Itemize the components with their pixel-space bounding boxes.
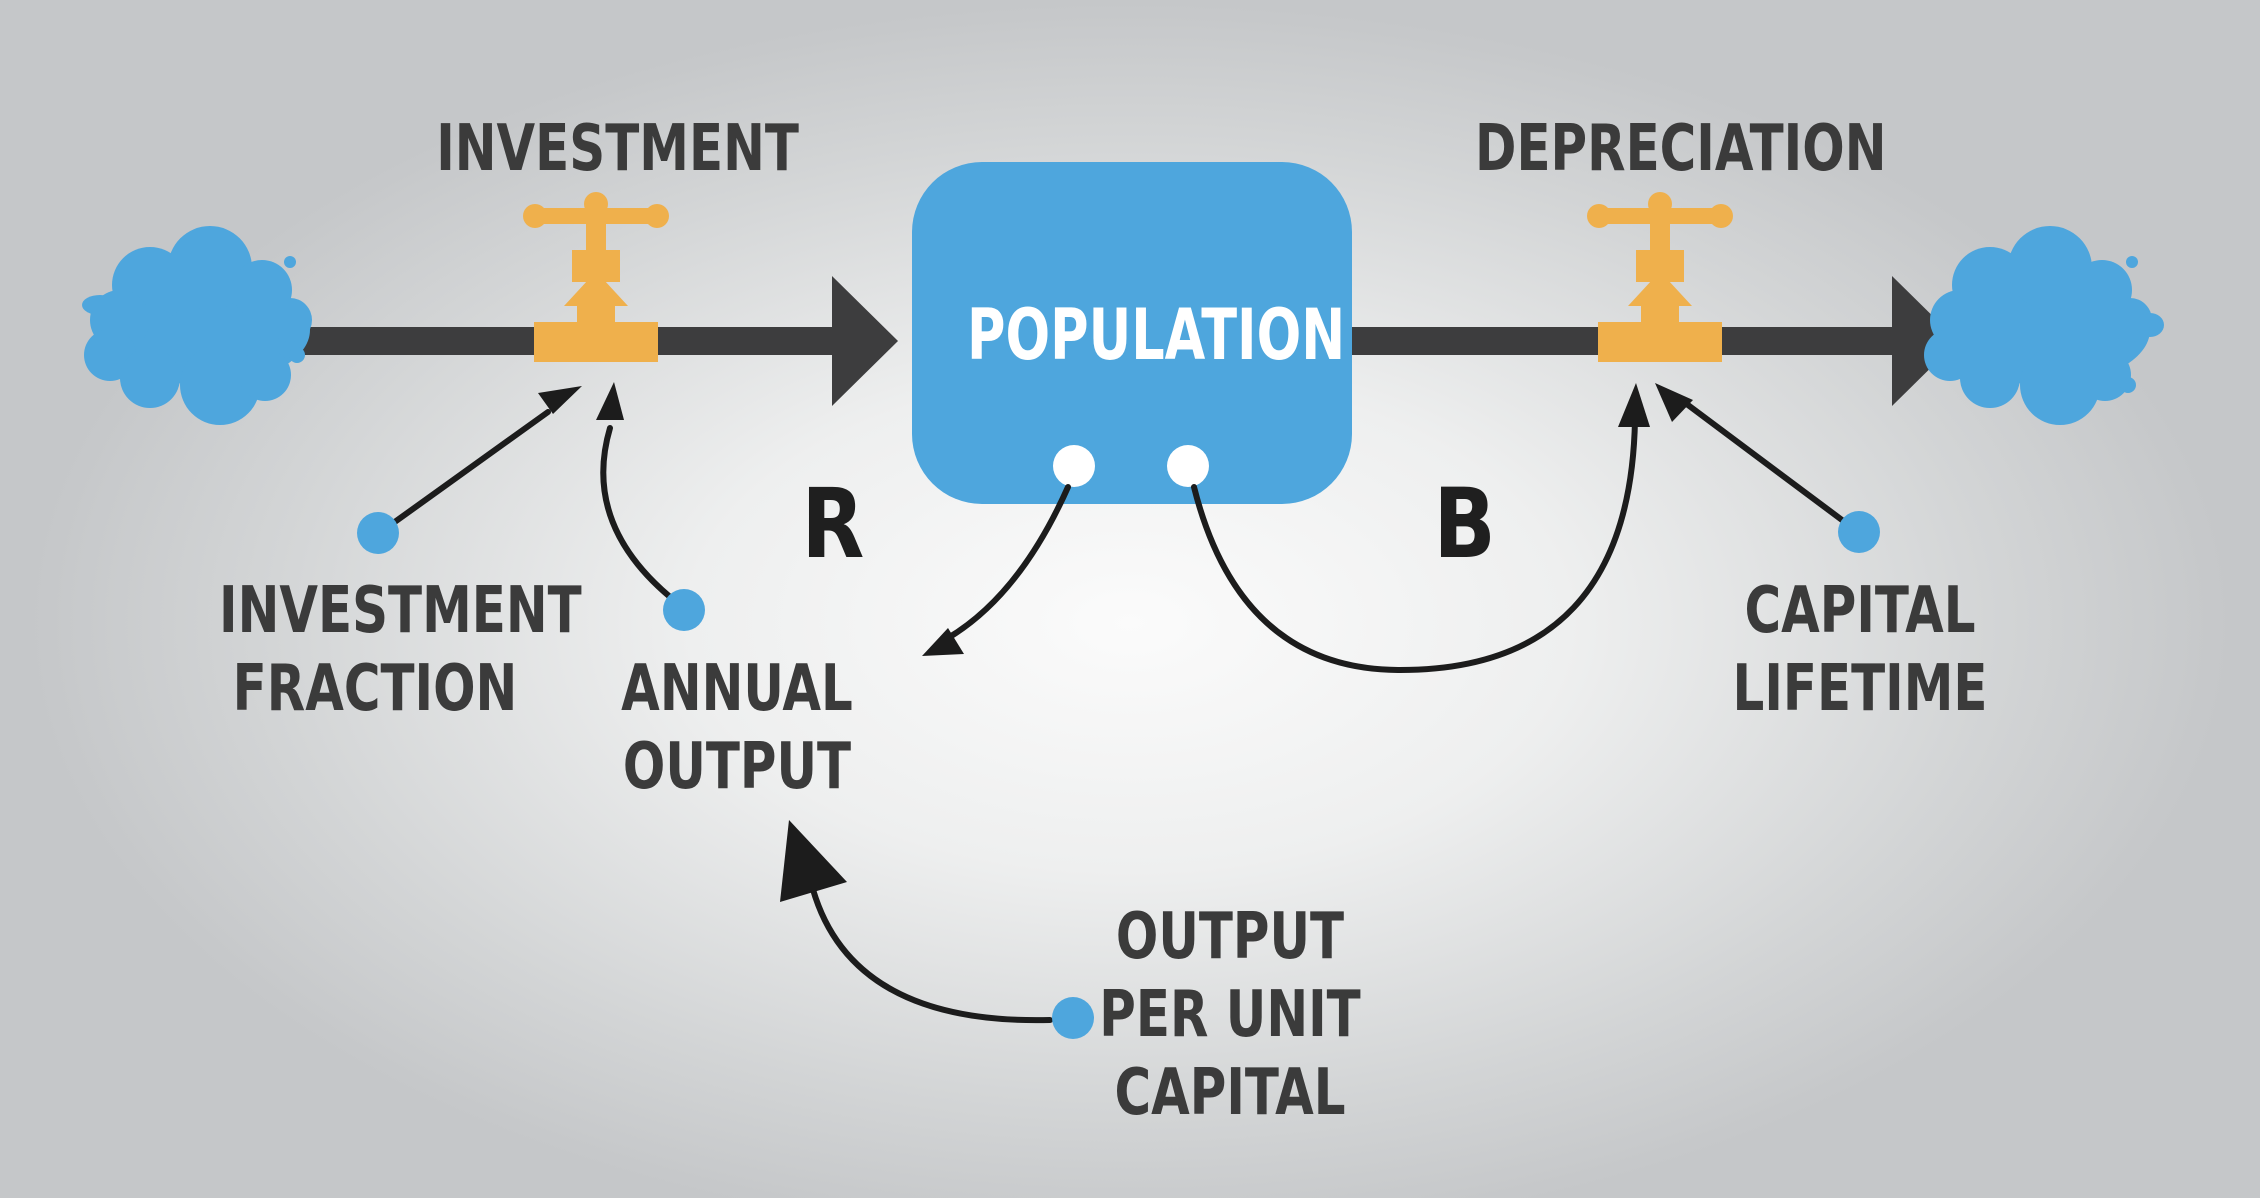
aux-dot-output-per-unit-capital[interactable]	[1052, 997, 1094, 1039]
arrowhead-icon	[780, 820, 847, 902]
aux-label-capital-lifetime: CAPITAL LIFETIME	[1732, 574, 1988, 726]
cloud-source-icon	[82, 226, 312, 425]
aux-dot-capital-lifetime[interactable]	[1838, 511, 1880, 553]
cloud-sink-icon	[1924, 226, 2164, 425]
loop-label-reinforcing: R	[801, 468, 865, 580]
aux-label-annual-output: ANNUAL OUTPUT	[621, 652, 853, 804]
arrowhead-icon	[922, 628, 964, 656]
valve-icon	[523, 192, 669, 362]
arrowhead-icon	[538, 386, 582, 414]
flow-label-depreciation: DEPRECIATION	[1475, 112, 1887, 186]
aux-label-output-per-unit-capital: OUTPUT PER UNIT CAPITAL	[1099, 900, 1361, 1130]
link-investment-fraction-to-investment	[375, 409, 551, 537]
arrowhead-icon	[1618, 383, 1650, 427]
link-population-to-depreciation	[1191, 417, 1638, 674]
stock-connector-right	[1167, 445, 1209, 487]
loop-label-balancing: B	[1433, 468, 1496, 580]
link-population-to-annual-output	[945, 484, 1071, 641]
link-output-per-unit-capital-to-annual-output	[809, 883, 1053, 1024]
flow-label-investment: INVESTMENT	[436, 112, 799, 186]
stock-connector-left	[1053, 445, 1095, 487]
stock-label: POPULATION	[967, 294, 1346, 376]
valve-icon	[1587, 192, 1733, 362]
link-annual-output-to-investment	[600, 425, 687, 611]
arrowhead-icon	[596, 382, 624, 420]
aux-dot-annual-output[interactable]	[663, 589, 705, 631]
link-capital-lifetime-to-depreciation	[1685, 402, 1845, 523]
aux-label-investment-fraction: INVESTMENT FRACTION	[219, 574, 582, 726]
aux-dot-investment-fraction[interactable]	[357, 512, 399, 554]
stock-box[interactable]	[912, 162, 1352, 504]
arrowhead-icon	[1655, 383, 1693, 422]
